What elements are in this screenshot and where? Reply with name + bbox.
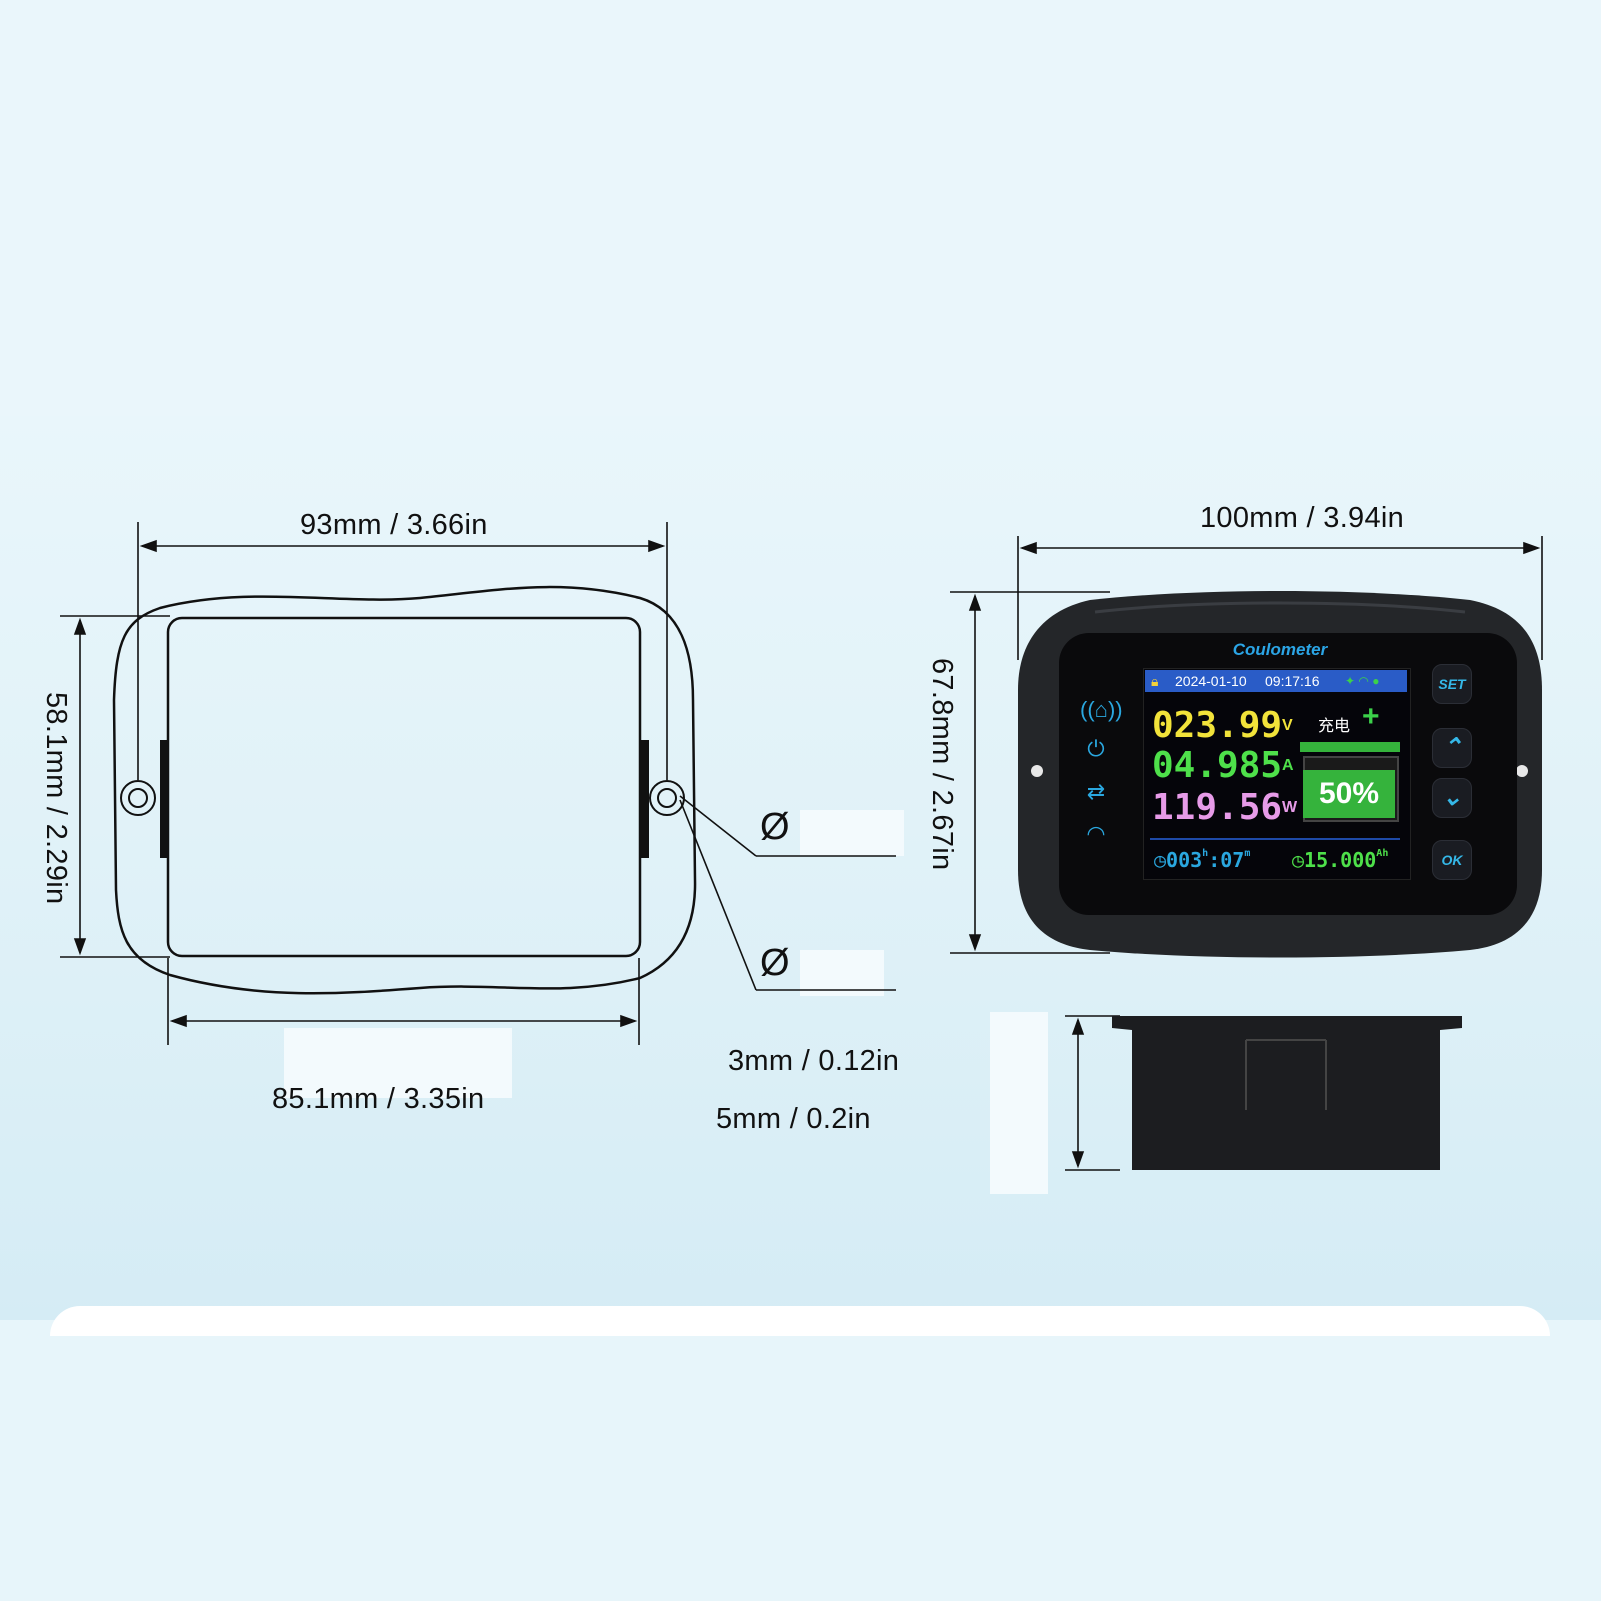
voltage-unit: V (1282, 717, 1293, 734)
mount-holes (120, 780, 685, 816)
lcd-separator (1150, 838, 1400, 840)
alarm-icon: ((⌂)) (1080, 697, 1123, 722)
mount-tabs (160, 740, 649, 858)
footer-card (50, 1306, 1550, 1336)
device-side-view (1112, 1016, 1462, 1170)
screen-time: 09:17:16 (1265, 673, 1320, 689)
runtime-readout: ◷003h:07m (1154, 848, 1250, 872)
height-label: 58.1mm / 2.29in (40, 692, 72, 905)
ok-button[interactable]: OK (1432, 840, 1472, 880)
capacity-unit: Ah (1376, 848, 1389, 859)
power-unit: W (1282, 799, 1298, 816)
top-width-label: 93mm / 3.66in (300, 509, 488, 541)
status-bar: 🔒︎ 2024-01-10 09:17:16 ✦ ◠ ● (1145, 670, 1407, 692)
dimension-lines (60, 522, 1543, 1171)
connection-icon: ⇄ (1086, 779, 1106, 804)
voltage-reading: 023.99V (1152, 708, 1293, 744)
charge-label: 充电 (1318, 716, 1351, 735)
lock-icon: 🔒︎ (1151, 673, 1159, 689)
set-button[interactable]: SET (1432, 664, 1472, 704)
diameter-symbol: Ø (760, 806, 790, 848)
inner-width-label: 85.1mm / 3.35in (272, 1083, 485, 1115)
runtime-hours-unit: h (1202, 848, 1209, 859)
power-value: 119.56 (1152, 787, 1283, 828)
timer-icon: ◷ (1292, 848, 1305, 872)
runtime-minutes: :07 (1208, 848, 1245, 872)
label-mask (800, 810, 904, 856)
screen-title: Coulometer (1232, 640, 1328, 659)
label-mask (990, 1012, 1048, 1194)
voltage-value: 023.99 (1152, 705, 1283, 746)
hole-large-label: 5mm / 0.2in (716, 1103, 871, 1135)
current-reading: 04.985A (1152, 748, 1294, 784)
hole-small-label: 3mm / 0.12in (728, 1045, 900, 1077)
runtime-minutes-unit: m (1244, 848, 1251, 859)
bottom-band (0, 1320, 1601, 1601)
up-button[interactable]: ⌃ (1432, 728, 1472, 768)
power-icon: ⏻ (1087, 736, 1105, 761)
label-mask (284, 1028, 512, 1098)
current-unit: A (1282, 757, 1294, 774)
battery-percent: 50% (1303, 770, 1395, 818)
charge-plus-icon: + (1362, 700, 1380, 733)
screen-date: 2024-01-10 (1175, 673, 1247, 689)
down-button[interactable]: ⌄ (1432, 778, 1472, 818)
capacity-value: 15.000 (1304, 848, 1377, 872)
status-icons: ✦ ◠ ● (1345, 674, 1380, 688)
diameter-symbol: Ø (760, 942, 790, 984)
capacity-readout: ◷15.000Ah (1292, 848, 1388, 872)
device-height-label: 67.8mm / 2.67in (926, 658, 958, 871)
battery-terminal-icon (1300, 742, 1400, 752)
power-reading: 119.56W (1152, 790, 1297, 826)
housing-outline (112, 585, 697, 995)
device-width-label: 100mm / 3.94in (1200, 502, 1405, 534)
wifi-icon: ◠ (1086, 821, 1106, 846)
label-mask (800, 950, 884, 996)
clock-icon: ◷ (1154, 848, 1167, 872)
runtime-hours: 003 (1166, 848, 1203, 872)
current-value: 04.985 (1152, 745, 1283, 786)
